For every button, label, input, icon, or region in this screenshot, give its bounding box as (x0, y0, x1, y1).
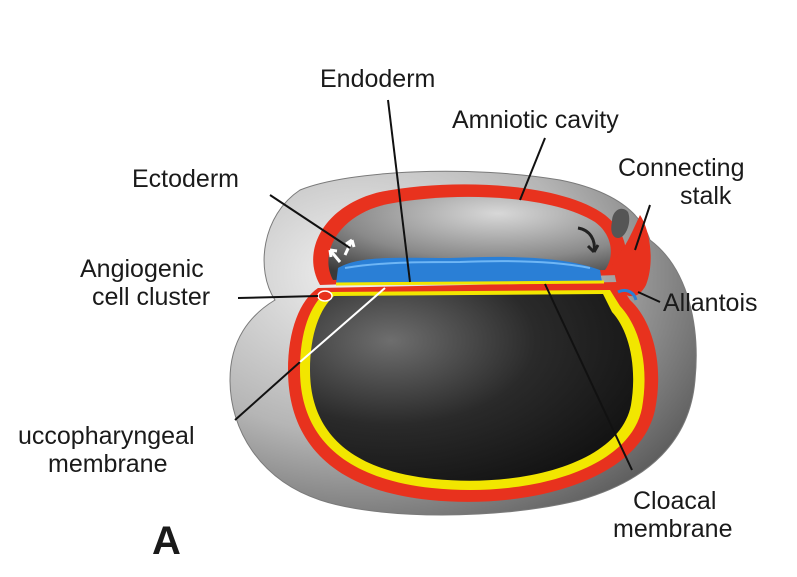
endoderm-layer (336, 282, 604, 284)
label-angiogenic-line2: cell cluster (92, 284, 210, 311)
label-allantois: Allantois (663, 290, 758, 317)
label-angiogenic-line1: Angiogenic (80, 256, 204, 283)
angiogenic-cluster-shape (318, 291, 332, 301)
label-bucco-line1: uccopharyngeal (18, 423, 195, 450)
yolk-sac-cavity (310, 294, 633, 481)
label-connecting-stalk-line1: Connecting (618, 155, 744, 182)
label-cloacal-line1: Cloacal (633, 488, 716, 515)
label-amniotic-cavity: Amniotic cavity (452, 107, 619, 134)
label-connecting-stalk-line2: stalk (680, 183, 731, 210)
label-endoderm: Endoderm (320, 66, 435, 93)
label-cloacal-line2: membrane (613, 516, 733, 543)
label-bucco-line2: membrane (48, 451, 168, 478)
panel-letter: A (152, 528, 181, 555)
label-ectoderm: Ectoderm (132, 166, 239, 193)
